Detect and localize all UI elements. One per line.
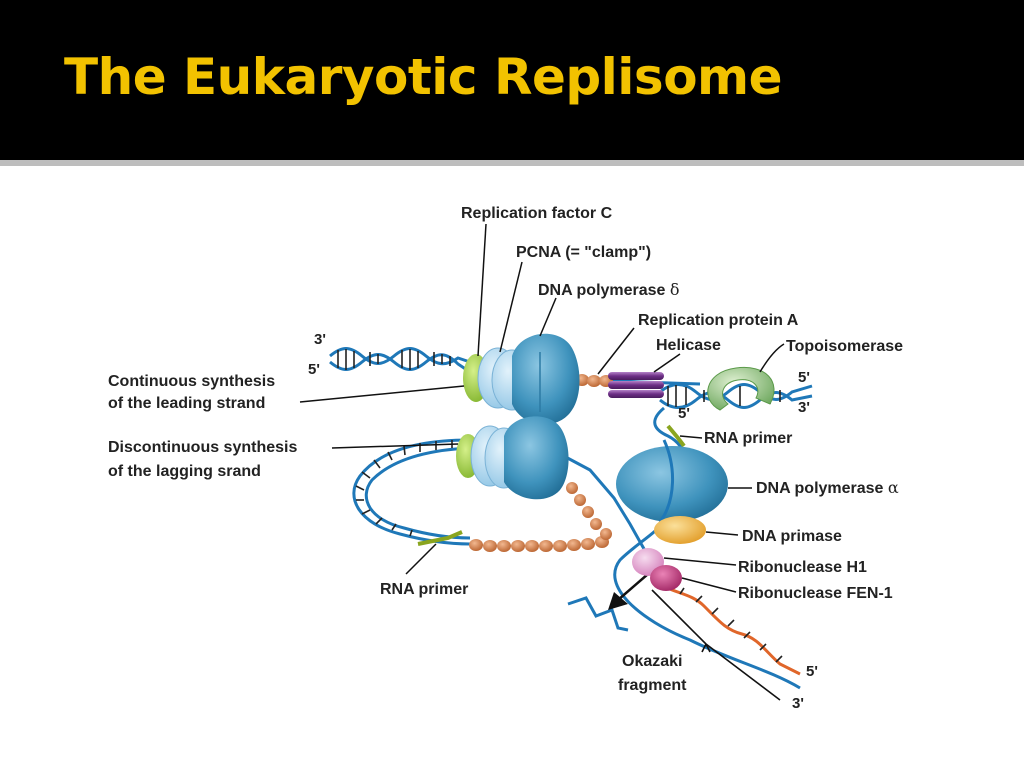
end-label-fork-5: 5' xyxy=(678,405,690,422)
ribonuclease-fen1 xyxy=(650,565,682,591)
lagging-strand-loop xyxy=(352,438,471,546)
rna-primer-lagging xyxy=(417,530,463,546)
title-bar: The Eukaryotic Replisome xyxy=(0,0,1024,160)
label-rna-primer-right: RNA primer xyxy=(704,430,792,447)
end-label-right-3: 3' xyxy=(798,399,810,416)
label-okazaki-line2: fragment xyxy=(618,677,687,694)
end-label-top-left-3: 3' xyxy=(314,331,326,348)
released-primer-fragment xyxy=(567,596,629,632)
lagging-replisome xyxy=(456,416,569,500)
label-lagging-line2: of the lagging srand xyxy=(108,463,261,480)
label-okazaki-line1: Okazaki xyxy=(622,653,682,670)
leading-replisome xyxy=(463,333,580,425)
label-ribonuclease-fen1: Ribonuclease FEN-1 xyxy=(738,585,893,602)
rpa-beads-top xyxy=(575,374,613,387)
parental-duplex-left xyxy=(329,347,471,374)
slide-title: The Eukaryotic Replisome xyxy=(64,48,783,106)
label-dna-polymerase-alpha: DNA polymerase α xyxy=(756,478,899,497)
topoisomerase xyxy=(707,366,775,411)
lagging-template-strand xyxy=(613,406,801,690)
primer-through-pol-alpha xyxy=(658,439,674,523)
okazaki-bracket xyxy=(651,589,781,701)
label-replication-protein-a: Replication protein A xyxy=(638,312,799,329)
label-replication-factor-c: Replication factor C xyxy=(461,205,613,222)
label-leading-line2: of the leading strand xyxy=(108,395,265,412)
degradation-arrow xyxy=(608,573,649,610)
polymerase-delta-leading xyxy=(512,333,580,425)
helicase xyxy=(608,372,664,398)
label-rna-primer-left: RNA primer xyxy=(380,581,468,598)
end-label-bottom-5: 5' xyxy=(806,663,818,680)
polymerase-delta-lagging xyxy=(504,416,569,500)
label-topoisomerase: Topoisomerase xyxy=(786,338,903,355)
label-dna-primase: DNA primase xyxy=(742,528,842,545)
label-leading-line1: Continuous synthesis xyxy=(108,373,275,390)
label-lagging-line1: Discontinuous synthesis xyxy=(108,439,297,456)
dna-primase xyxy=(654,516,706,544)
label-helicase: Helicase xyxy=(656,337,721,354)
label-dna-polymerase-delta: DNA polymerase δ xyxy=(538,280,680,299)
label-ribonuclease-h1: Ribonuclease H1 xyxy=(738,559,867,576)
end-label-bottom-3: 3' xyxy=(792,695,804,712)
rna-primer-fork xyxy=(666,424,686,448)
end-label-right-5: 5' xyxy=(798,369,810,386)
title-divider xyxy=(0,160,1024,166)
leader-lines xyxy=(299,223,785,593)
label-pcna: PCNA (= "clamp") xyxy=(516,244,651,261)
end-label-top-left-5: 5' xyxy=(308,361,320,378)
rpa-beads-lagging xyxy=(469,482,612,552)
